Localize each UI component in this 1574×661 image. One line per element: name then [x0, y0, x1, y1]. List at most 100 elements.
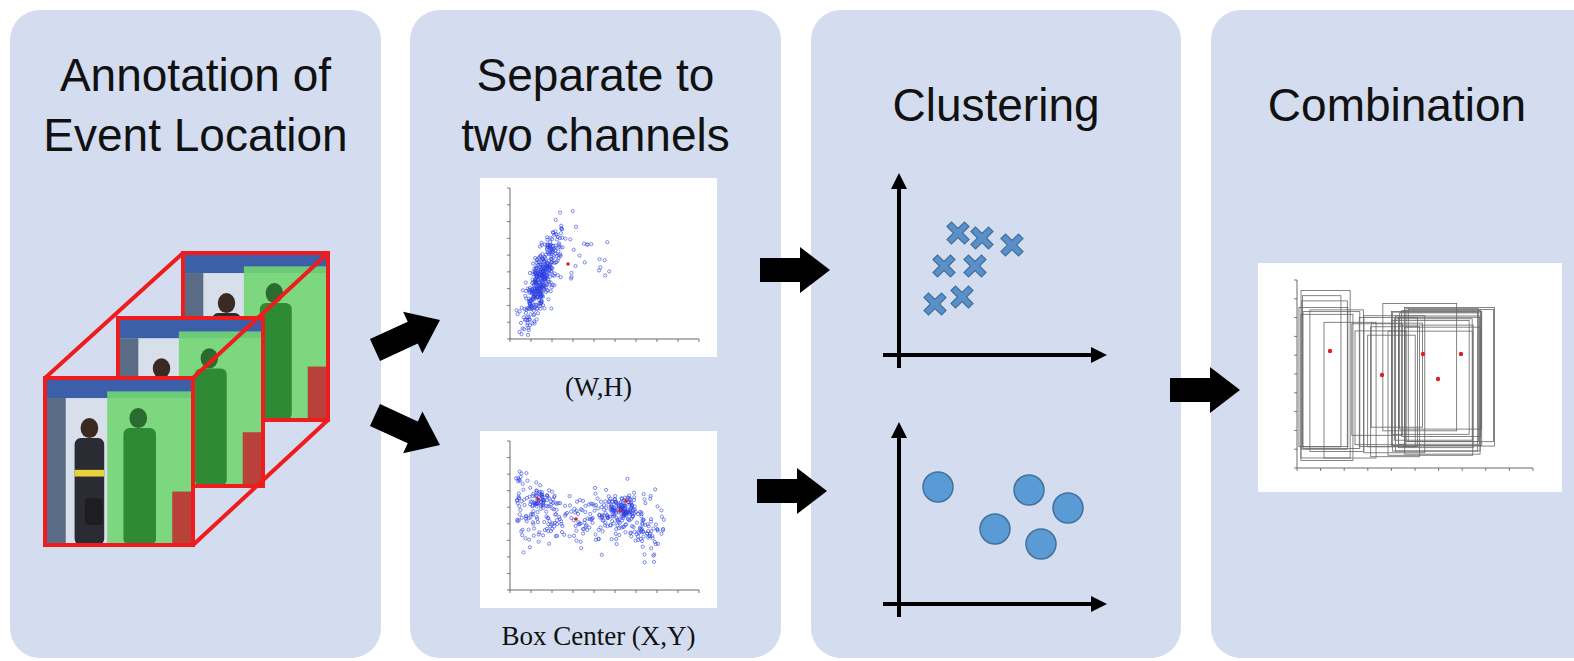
scatter-point [558, 515, 561, 518]
scatter-point [556, 522, 559, 525]
bounding-box [1408, 310, 1493, 442]
scatter-point [641, 545, 644, 548]
scatter-point [541, 295, 544, 298]
cluster-circle [1053, 493, 1083, 523]
scatter-point [536, 517, 539, 520]
scatter-point [572, 248, 575, 251]
scatter-point [579, 540, 582, 543]
scatter-point [538, 531, 541, 534]
flow-arrow [370, 404, 440, 453]
scatter-point [654, 488, 657, 491]
scatter-point [652, 527, 655, 530]
scatter-point [572, 534, 575, 537]
scatter-point [586, 243, 589, 246]
scatter-point [531, 505, 534, 508]
scatter-point [545, 270, 548, 273]
scatter-point [569, 277, 572, 280]
scatter-point [548, 505, 551, 508]
scatter-point [585, 524, 588, 527]
scatter-point [547, 298, 550, 301]
scatter-point [559, 232, 562, 235]
scatter-point [626, 517, 629, 520]
panel-title: Clustering [892, 75, 1099, 135]
axis-tick [657, 339, 658, 342]
axis-tick [1533, 468, 1534, 471]
scatter-point [630, 535, 633, 538]
scatter-point [604, 274, 607, 277]
scatter-point [541, 534, 544, 537]
scatter-point [602, 508, 605, 511]
scatter-point [540, 491, 543, 494]
scatter-point [555, 260, 558, 263]
cluster-cross [947, 222, 969, 244]
scatter-point [630, 506, 633, 509]
scatter-point [521, 534, 524, 537]
scatter-point [515, 309, 518, 312]
title-zone: Separate to two channels [451, 30, 741, 180]
axis-tick [699, 590, 700, 593]
scatter-point [527, 328, 530, 331]
scatter-point [601, 530, 604, 533]
scatter-point [620, 519, 623, 522]
scatter-point [516, 520, 519, 523]
center-dot [618, 509, 622, 513]
center-dot [566, 262, 570, 266]
center-dot [1380, 373, 1384, 377]
scatter-point [554, 244, 557, 247]
axis-tick [1462, 468, 1463, 471]
scatter-point [526, 319, 529, 322]
plot-figure: Box Center (X,Y) [480, 431, 717, 652]
cluster-centers [566, 262, 570, 266]
scatter-point [529, 486, 532, 489]
center-dot [536, 497, 540, 501]
axis-tick [1294, 280, 1297, 281]
scatter-point [551, 527, 554, 530]
scatter-point [610, 538, 613, 541]
scatter-point [570, 516, 573, 519]
scatter-point [558, 502, 561, 505]
scatter-point [607, 503, 610, 506]
scatter-point [531, 281, 534, 284]
scatter-point [550, 307, 553, 310]
flow-arrow [760, 247, 830, 293]
bounding-box [1371, 327, 1420, 457]
scatter-point [596, 497, 599, 500]
scatter-point [527, 307, 530, 310]
cube-edge [45, 253, 183, 378]
cube-edge [193, 420, 328, 545]
scatter-point [603, 259, 606, 262]
scatter-point [584, 504, 587, 507]
center-dot [1421, 352, 1425, 356]
scatter-point [643, 561, 646, 564]
axis-tick [1294, 392, 1297, 393]
scatter-point [596, 507, 599, 510]
scatter-point [643, 553, 646, 556]
scatter-point [530, 289, 533, 292]
center-dot [1436, 377, 1440, 381]
axis-tick [1294, 298, 1297, 299]
scatter-point [585, 243, 588, 246]
scatter-point [573, 507, 576, 510]
bounding-box [1399, 325, 1474, 448]
scatter-point [554, 252, 557, 255]
frame-border [183, 253, 328, 420]
bounding-box [1391, 311, 1481, 445]
frame-sign [45, 378, 193, 398]
frame-border [118, 318, 263, 486]
scatter-point [529, 313, 532, 316]
axis-tick [1415, 468, 1416, 471]
scatter-point [640, 511, 643, 514]
scatter-point [526, 479, 529, 482]
scatter-point [528, 546, 531, 549]
scatter-point [607, 515, 610, 518]
scatter-point [535, 288, 538, 291]
scatter-point [524, 294, 527, 297]
person-body [75, 438, 105, 545]
event-region [179, 331, 263, 486]
scatter-point [554, 513, 557, 516]
scatter-point [631, 514, 634, 517]
cluster-circle [980, 514, 1010, 544]
cluster-circle [923, 472, 953, 502]
scatter-point [528, 538, 531, 541]
scatter-point [660, 509, 663, 512]
